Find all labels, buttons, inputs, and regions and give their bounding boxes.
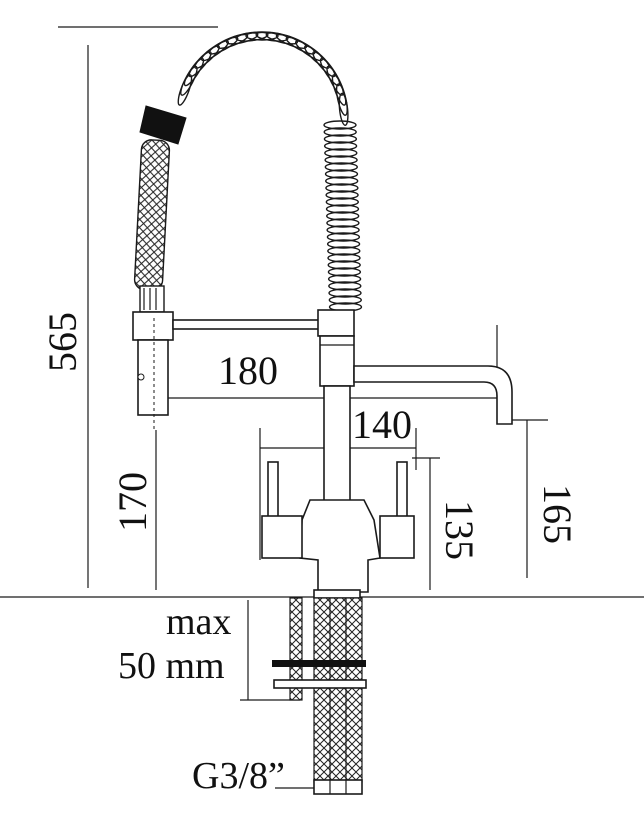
coil-loop — [326, 225, 360, 235]
coil-loop — [325, 176, 359, 186]
spray-head — [132, 311, 322, 420]
coil-loop — [326, 218, 360, 228]
coil-loop — [328, 281, 362, 291]
coil-loop — [324, 162, 358, 172]
coil-loop — [325, 204, 360, 214]
label-thickness: 50 mm — [118, 645, 225, 687]
coil-loop — [326, 239, 361, 249]
coil-loop — [324, 169, 359, 179]
faucet-body — [261, 309, 513, 599]
coil-loop — [327, 267, 362, 277]
coil-loop — [325, 197, 359, 207]
coil-loop — [325, 190, 359, 200]
coil-loop — [327, 260, 361, 270]
label-max: max — [166, 601, 231, 643]
coil-loop — [319, 57, 341, 87]
dimension-labels: 565 180 140 170 135 165 max 50 mm G3/8” — [40, 312, 580, 797]
label-lower-height: 170 — [110, 472, 155, 532]
label-spout-height: 165 — [535, 484, 580, 544]
label-lever-height: 135 — [437, 500, 482, 560]
coil-loop — [200, 40, 230, 62]
coil-loop — [327, 274, 362, 284]
coil-loop — [338, 92, 349, 127]
coil-loop — [324, 155, 358, 165]
coil-loop — [325, 183, 359, 193]
coil-loop — [326, 232, 361, 242]
label-connection: G3/8” — [192, 755, 285, 797]
label-lever-spacing: 140 — [352, 402, 412, 447]
coil-loop — [323, 141, 358, 151]
coil-loop — [328, 288, 362, 298]
coil-loop — [327, 253, 361, 263]
coil-loop — [324, 148, 358, 158]
coil-loop — [328, 295, 362, 305]
label-spout-reach: 180 — [218, 348, 278, 393]
coil-loop — [323, 134, 358, 144]
pullout-hose — [133, 105, 187, 313]
label-height-total: 565 — [40, 312, 85, 372]
coil-loop — [323, 127, 357, 137]
coil-loop — [323, 120, 357, 130]
coil-loop — [294, 40, 324, 62]
coil-loop — [326, 211, 360, 221]
spring-coil — [177, 31, 363, 312]
mounting-fittings — [272, 597, 367, 795]
coil-loop — [327, 246, 361, 256]
coil-loop — [183, 57, 205, 87]
